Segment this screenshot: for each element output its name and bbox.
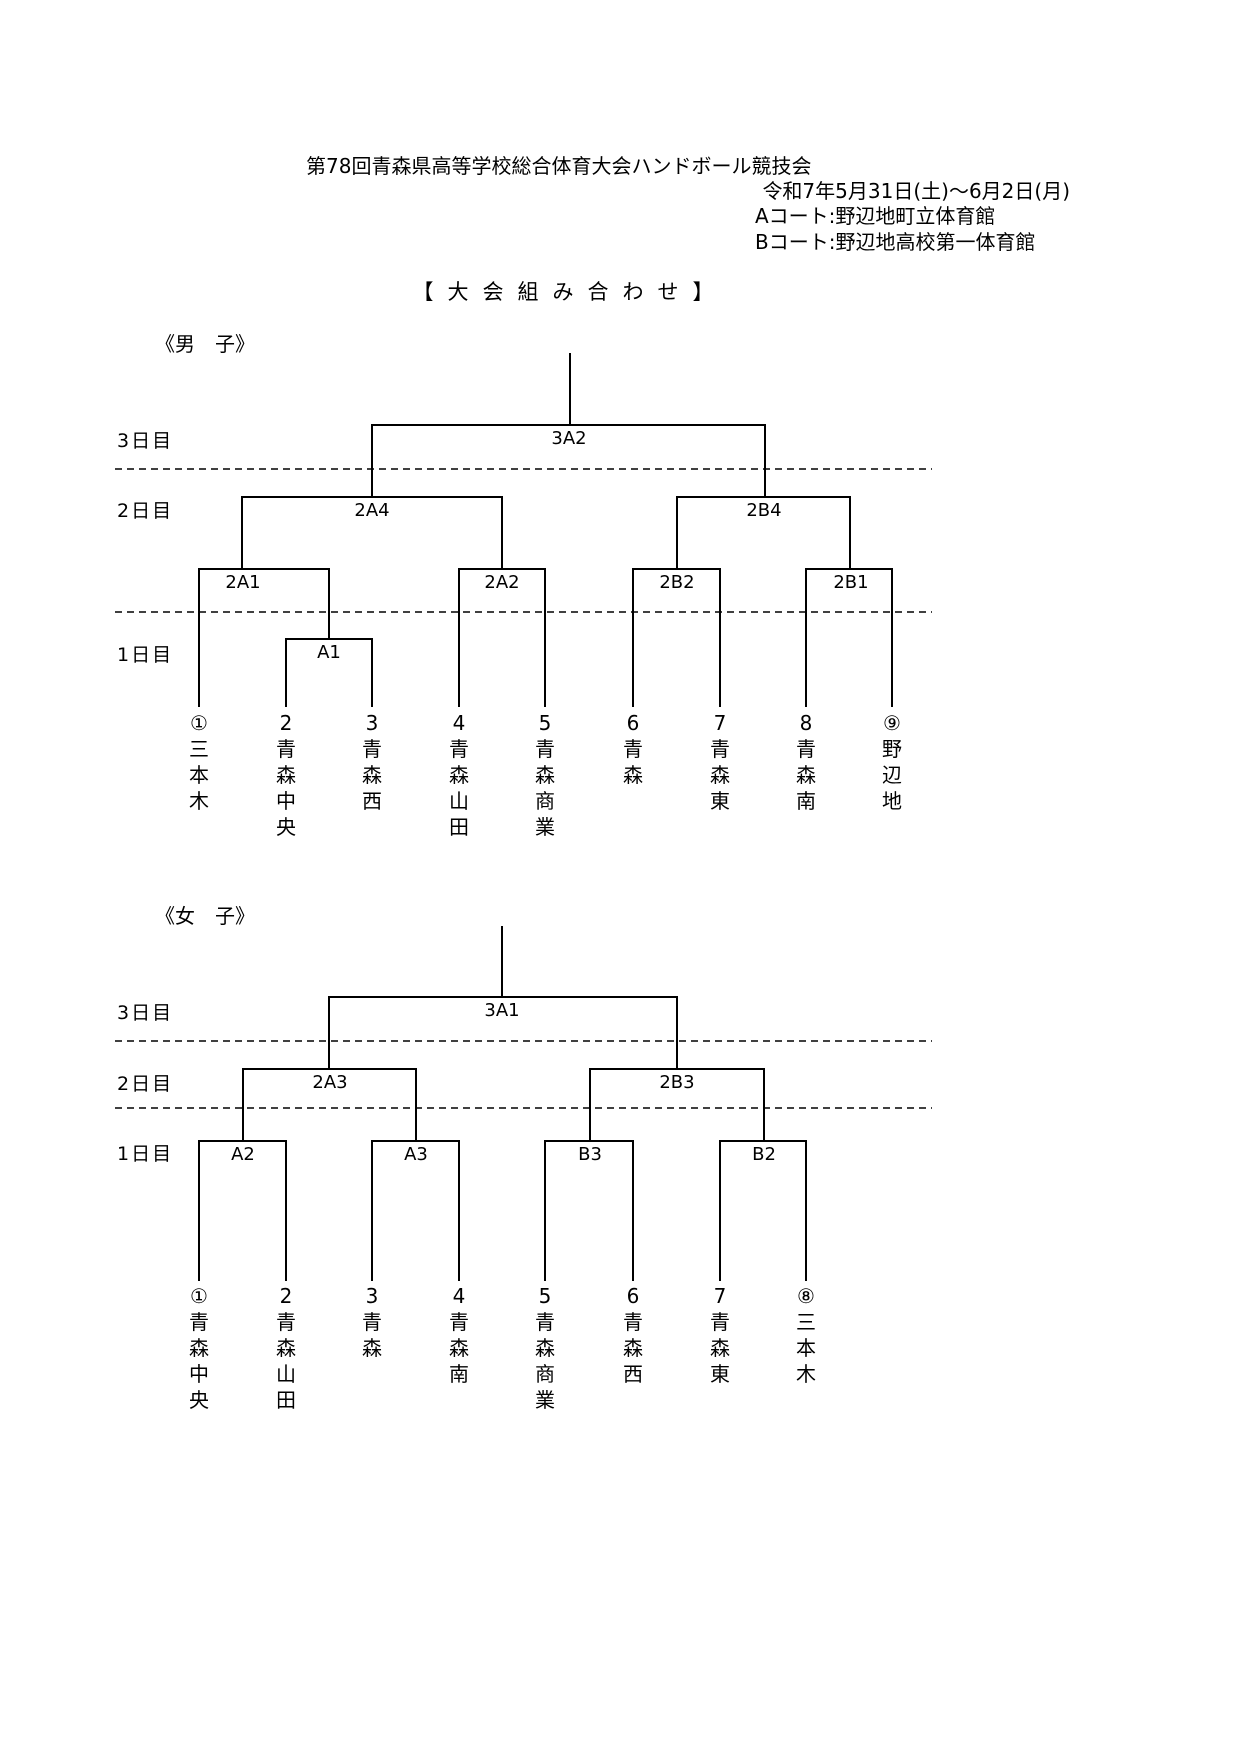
team-seed: 5 (538, 711, 552, 735)
event-dates: 令和7年5月31日(土)～6月2日(月) (762, 179, 1070, 203)
team-name: 青森西 (623, 1310, 643, 1386)
team-name: 青森東 (710, 1310, 730, 1386)
girls-team-2: 2 青森山田 (266, 1283, 306, 1413)
girls-day1-label: 1日目 (117, 1143, 174, 1165)
team-name: 青森西 (362, 737, 382, 813)
boys-team-8: 8 青森南 (786, 710, 826, 814)
team-name: 青森東 (710, 737, 730, 813)
team-seed: 5 (538, 1284, 552, 1308)
bracket-heading: 【大会組み合わせ】 (412, 280, 728, 304)
boys-label-2B1: 2B1 (833, 572, 868, 593)
team-name: 青森 (623, 737, 643, 787)
team-seed: 3 (365, 711, 379, 735)
team-seed: 8 (799, 711, 813, 735)
girls-match-A3 (371, 1140, 460, 1281)
boys-day2-label: 2日目 (117, 500, 174, 522)
girls-team-4: 4 青森南 (439, 1283, 479, 1387)
boys-team-6: 6 青森 (613, 710, 653, 788)
boys-label-2B2: 2B2 (659, 572, 694, 593)
girls-day3-label: 3日目 (117, 1002, 174, 1024)
girls-label-2A3: 2A3 (312, 1072, 347, 1093)
team-seed: 4 (452, 1284, 466, 1308)
boys-team-1: ① 三本木 (179, 710, 219, 814)
team-name: 青森中央 (189, 1310, 209, 1412)
team-name: 青森山田 (449, 737, 469, 839)
team-seed: 2 (279, 711, 293, 735)
girls-match-B3 (544, 1140, 634, 1281)
boys-team-2: 2 青森中央 (266, 710, 306, 840)
boys-section-label: 《男 子》 (155, 332, 255, 356)
boys-team-3: 3 青森西 (352, 710, 392, 814)
team-seed: 6 (626, 1284, 640, 1308)
team-seed: 2 (279, 1284, 293, 1308)
girls-match-2A3 (242, 1068, 417, 1141)
boys-label-2B4: 2B4 (746, 500, 781, 521)
girls-team-3: 3 青森 (352, 1283, 392, 1361)
team-seed: 3 (365, 1284, 379, 1308)
boys-label-2A4: 2A4 (354, 500, 389, 521)
page-title: 第78回青森県高等学校総合体育大会ハンドボール競技会 (306, 154, 812, 178)
girls-label-A2: A2 (231, 1144, 255, 1165)
team-seed: ⑨ (883, 711, 901, 735)
girls-label-2B3: 2B3 (659, 1072, 694, 1093)
girls-match-B2 (719, 1140, 807, 1281)
girls-match-A2 (198, 1140, 287, 1281)
boys-match-2A4 (241, 496, 503, 569)
team-name: 青森商業 (535, 1310, 555, 1412)
girls-day2-label: 2日目 (117, 1073, 174, 1095)
team-seed: ⑧ (797, 1284, 815, 1308)
boys-label-3A2: 3A2 (551, 428, 586, 449)
boys-label-A1: A1 (317, 642, 341, 663)
team-name: 青森 (362, 1310, 382, 1360)
girls-match-2B3 (589, 1068, 765, 1141)
boys-bracket: 3A2 2A4 2B4 2A1 2A2 2B2 2B1 A1 (115, 353, 932, 707)
boys-match-2B4 (676, 496, 851, 569)
girls-label-A3: A3 (404, 1144, 428, 1165)
girls-team-1: ① 青森中央 (179, 1283, 219, 1413)
boys-label-2A1: 2A1 (225, 572, 260, 593)
girls-label-3A1: 3A1 (484, 1000, 519, 1021)
girls-label-B2: B2 (752, 1144, 776, 1165)
team-seed: 7 (713, 711, 727, 735)
team-name: 野辺地 (882, 737, 902, 813)
boys-match-A1 (285, 638, 373, 707)
team-seed: ① (190, 1284, 208, 1308)
girls-label-B3: B3 (578, 1144, 602, 1165)
boys-label-2A2: 2A2 (484, 572, 519, 593)
team-name: 青森中央 (276, 737, 296, 839)
girls-section-label: 《女 子》 (155, 904, 255, 928)
boys-match-2A1 (198, 568, 330, 707)
boys-match-2A2 (458, 568, 546, 707)
girls-team-5: 5 青森商業 (525, 1283, 565, 1413)
boys-team-7: 7 青森東 (700, 710, 740, 814)
boys-day1-label: 1日目 (117, 644, 174, 666)
court-a-venue: Aコート:野辺地町立体育館 (755, 204, 996, 228)
boys-match-2B1 (805, 568, 893, 707)
boys-team-5: 5 青森商業 (525, 710, 565, 840)
court-b-venue: Bコート:野辺地高校第一体育館 (755, 230, 1036, 254)
team-name: 青森山田 (276, 1310, 296, 1412)
girls-team-8: ⑧ 三本木 (786, 1283, 826, 1387)
team-seed: 4 (452, 711, 466, 735)
boys-match-2B2 (632, 568, 721, 707)
boys-team-4: 4 青森山田 (439, 710, 479, 840)
girls-team-7: 7 青森東 (700, 1283, 740, 1387)
team-seed: ① (190, 711, 208, 735)
girls-team-6: 6 青森西 (613, 1283, 653, 1387)
team-name: 青森南 (796, 737, 816, 813)
girls-match-3A1 (328, 996, 678, 1069)
boys-team-9: ⑨ 野辺地 (872, 710, 912, 814)
girls-bracket: 3A1 2A3 2B3 A2 A3 B3 B2 (115, 926, 932, 1281)
team-name: 三本木 (796, 1310, 816, 1386)
team-name: 三本木 (189, 737, 209, 813)
boys-match-3A2 (371, 424, 766, 497)
team-name: 青森商業 (535, 737, 555, 839)
team-seed: 7 (713, 1284, 727, 1308)
team-seed: 6 (626, 711, 640, 735)
boys-day3-label: 3日目 (117, 430, 174, 452)
team-name: 青森南 (449, 1310, 469, 1386)
